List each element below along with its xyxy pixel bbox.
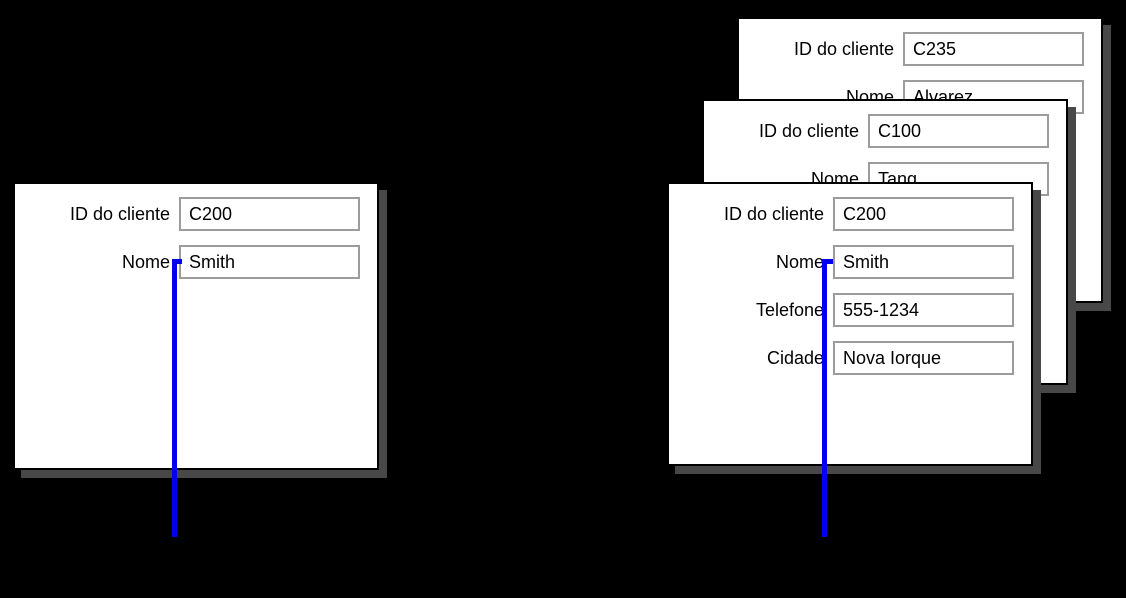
name-label: Nome [775,252,824,272]
pointer-line-right [822,259,833,537]
name-input[interactable] [179,245,360,279]
city-input[interactable] [833,341,1014,375]
customer-id-label: ID do cliente [69,204,170,224]
customer-form-card-left: ID do cliente Nome [13,182,379,470]
form-row: Telefone [669,293,1031,327]
customer-id-input[interactable] [179,197,360,231]
customer-form-card-front: ID do cliente Nome Telefone Cidade [667,182,1033,466]
customer-id-label: ID do cliente [758,121,859,141]
name-label: Nome [121,252,170,272]
form-row: ID do cliente [669,197,1031,231]
city-label: Cidade [766,348,824,368]
name-input[interactable] [833,245,1014,279]
customer-id-input[interactable] [833,197,1014,231]
customer-id-input[interactable] [903,32,1084,66]
form-row: ID do cliente [739,32,1101,66]
phone-label: Telefone [755,300,824,320]
customer-id-label: ID do cliente [793,39,894,59]
pointer-line-left [172,259,182,537]
form-row: Nome [15,245,377,279]
customer-id-label: ID do cliente [723,204,824,224]
phone-input[interactable] [833,293,1014,327]
form-row: Nome [669,245,1031,279]
form-row: ID do cliente [704,114,1066,148]
form-row: Cidade [669,341,1031,375]
customer-id-input[interactable] [868,114,1049,148]
form-row: ID do cliente [15,197,377,231]
